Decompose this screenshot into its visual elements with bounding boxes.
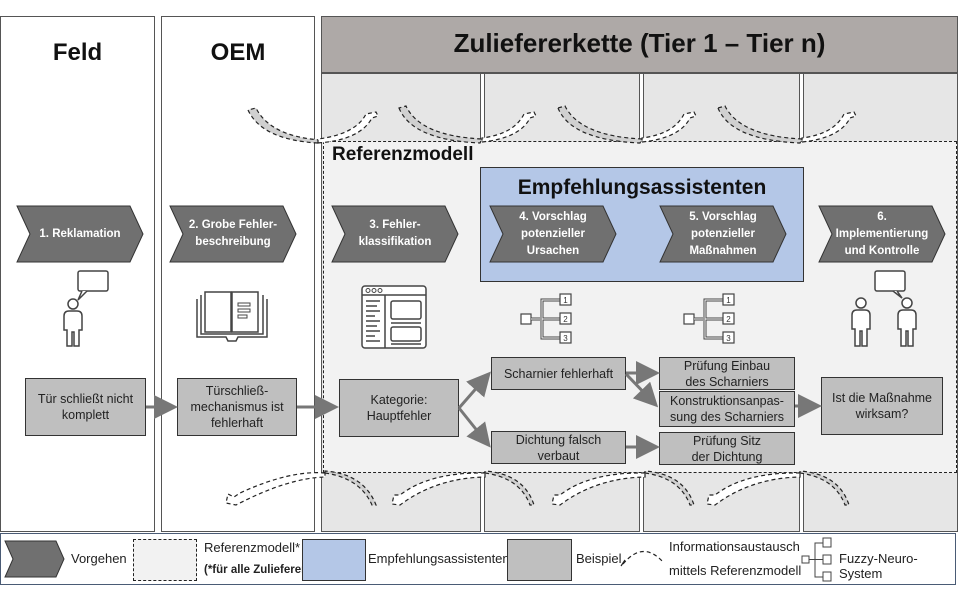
example-measure-3-text: Prüfung Sitz der Dichtung [691,433,763,464]
example-cause-1-box: Scharnier fehlerhaft [491,357,626,390]
legend-info-exchange-arc-icon [620,550,664,567]
legend-fuzzy-neuro-system-icon [801,537,832,582]
step-2-chevron: 2. Grobe Fehler- beschreibung [169,205,297,263]
legend: Vorgehen Referenzmodell* (*für alle Zuli… [0,533,956,585]
legend-refmodel-swatch [133,539,197,581]
step-5-label: 5. Vorschlag potenzieller Maßnahmen [689,210,757,257]
step-3-chevron: 3. Fehler- klassifikation [331,205,459,263]
legend-refmodel-label: Referenzmodell* [204,540,301,555]
legend-info-exchange-label-2: mittels Referenzmodell [669,563,802,578]
legend-example-swatch [507,539,572,581]
legend-fuzzy-neuro-system-label: Fuzzy-Neuro-System [839,551,918,581]
example-measure-1-text: Prüfung Einbau des Scharniers [683,358,771,389]
legend-info-exchange-label-1: Informationsaustausch [669,539,800,554]
fuzzy-output-label: 3 [726,334,731,343]
example-category-box: Kategorie: Hauptfehler [339,379,459,437]
example-control-text: Ist die Maßnahme wirksam? [831,391,933,421]
fuzzy-neuro-system-icon: 1 2 3 [520,293,572,344]
lane-zulieferer-header: Zuliefererkette (Tier 1 – Tier n) [321,16,958,74]
example-measure-3-box: Prüfung Sitz der Dichtung [659,432,795,465]
step-1-label: 1. Reklamation [39,227,121,240]
step-4-label: 4. Vorschlag potenzieller Ursachen [519,210,587,257]
lane-feld-title: Feld [52,39,103,66]
example-cause-2-box: Dichtung falsch verbaut [491,431,626,464]
example-cause-1-text: Scharnier fehlerhaft [503,366,614,381]
step-1-chevron: 1. Reklamation [16,205,144,263]
lane-oem: OEM [161,16,315,532]
legend-assistants-label: Empfehlungsassistenten [368,551,510,566]
legend-procedure-label: Vorgehen [71,551,127,566]
chevron-shape [169,205,297,263]
chevron-shape [659,205,787,263]
example-measure-2-text: Konstruktionsanpas- sung des Scharniers [670,394,784,424]
chevron-shape [489,205,617,263]
step-4-chevron: 4. Vorschlag potenzieller Ursachen [489,205,617,263]
person-speaking-icon [63,270,109,347]
example-oem-description-text: Türschließ- mechanismus ist fehlerhaft [190,384,284,430]
open-book-icon [196,291,268,342]
example-control-box: Ist die Maßnahme wirksam? [821,377,943,435]
persons-talking-icon [851,270,917,347]
app-window-icon [361,285,427,349]
legend-example-label: Beispiel [576,551,622,566]
step-6-chevron: 6. Implementierung und Kontrolle [818,205,946,263]
example-measure-1-box: Prüfung Einbau des Scharniers [659,357,795,390]
step-6-label: 6. Implementierung und Kontrolle [835,210,929,257]
chevron-shape [16,205,144,263]
chevron-shape [818,205,946,263]
reference-model-title: Referenzmodell [332,144,474,165]
step-2-label: 2. Grobe Fehler- beschreibung [188,219,278,248]
fuzzy-output-label: 1 [726,296,731,305]
step-5-chevron: 5. Vorschlag potenzieller Maßnahmen [659,205,787,263]
lane-zulieferer-title: Zuliefererkette (Tier 1 – Tier n) [453,28,826,58]
fuzzy-output-label: 1 [563,296,568,305]
example-category-text: Kategorie: Hauptfehler [366,393,432,423]
legend-refmodel-note: (*für alle Zulieferer) [204,564,310,576]
legend-chevron-swatch [4,540,65,578]
example-complaint-box: Tür schließt nicht komplett [25,378,146,436]
fuzzy-neuro-system-icon: 1 2 3 [683,293,735,344]
fuzzy-output-label: 3 [563,334,568,343]
chevron-shape [331,205,459,263]
recommendation-assistants-title: Empfehlungsassistenten [517,176,767,199]
example-cause-2-text: Dichtung falsch verbaut [515,432,602,463]
lane-oem-title: OEM [210,39,266,66]
example-complaint-text: Tür schließt nicht komplett [37,392,134,422]
legend-assistants-swatch [302,539,366,581]
example-measure-2-box: Konstruktionsanpas- sung des Scharniers [659,391,795,427]
step-3-label: 3. Fehler- klassifikation [358,219,432,248]
example-oem-description-box: Türschließ- mechanismus ist fehlerhaft [177,378,297,436]
fuzzy-output-label: 2 [726,315,731,324]
fuzzy-output-label: 2 [563,315,568,324]
